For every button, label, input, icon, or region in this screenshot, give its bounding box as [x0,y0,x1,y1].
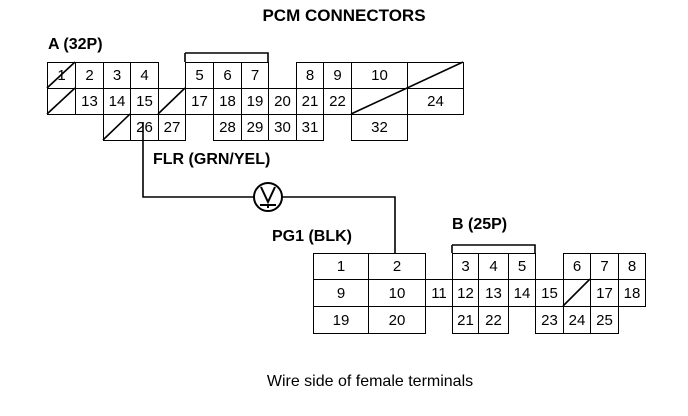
connector-b-terminal-6: 6 [563,253,591,280]
connector-b-terminal-19: 19 [313,306,369,334]
connector-b-terminal-23: 23 [535,306,564,334]
connector-a-terminal-21: 21 [296,88,324,115]
wire-path [142,122,396,253]
connector-b-empty-slot [562,278,591,307]
connector-a-terminal-2: 2 [75,62,104,89]
flr-wire-label: FLR (GRN/YEL) [153,151,271,168]
connector-a-terminal-17: 17 [185,88,214,115]
connector-a-terminal-6: 6 [213,62,242,89]
connector-a-label: A (32P) [48,36,103,53]
connector-a-empty-slot [46,61,76,89]
connector-a-empty-slot [102,113,131,141]
connector-b-terminal-22: 22 [478,306,509,334]
connector-a-empty-slot [157,87,186,115]
caption: Wire side of female terminals [266,373,474,390]
connector-a-terminal-10: 10 [351,62,408,89]
connector-a-terminal-14: 14 [103,88,131,115]
connector-b-terminal-2: 2 [368,253,426,280]
connector-b-terminal-21: 21 [452,306,479,334]
connector-b-terminal-17: 17 [590,279,619,307]
connector-a-terminal-13: 13 [75,88,104,115]
connector-a-empty-slot [46,87,76,115]
connector-a-terminal-31: 31 [296,114,324,141]
voltmeter-icon [253,182,283,212]
connector-b-terminal-20: 20 [368,306,426,334]
connector-a-empty-slot [350,61,464,115]
connector-a-terminal-32: 32 [351,114,408,141]
connector-a-terminal-24: 24 [407,88,464,115]
connector-b-terminal-14: 14 [508,279,536,307]
connector-b-lock-bracket [451,244,536,253]
connector-a-terminal-28: 28 [213,114,242,141]
connector-b-terminal-10: 10 [368,279,426,307]
diagram-title: PCM CONNECTORS [262,6,426,25]
connector-a-terminal-22: 22 [323,88,352,115]
connector-a-terminal-29: 29 [241,114,269,141]
connector-b-terminal-11: 11 [425,279,453,307]
connector-b-terminal-18: 18 [618,279,646,307]
connector-a-lock-bracket [184,52,269,62]
connector-a-terminal-30: 30 [268,114,297,141]
connector-b-terminal-25: 25 [590,306,619,334]
connector-b-terminal-8: 8 [618,253,646,280]
connector-b-terminal-15: 15 [535,279,564,307]
connector-b-terminal-24: 24 [563,306,591,334]
connector-a-terminal-27: 27 [158,114,186,141]
connector-b-label: B (25P) [452,216,508,233]
connector-a-terminal-18: 18 [213,88,242,115]
connector-a-terminal-26: 26 [130,114,159,141]
connector-b-terminal-5: 5 [508,253,536,280]
pg1-wire-label: PG1 (BLK) [272,228,352,245]
connector-a-terminal-7: 7 [241,62,269,89]
